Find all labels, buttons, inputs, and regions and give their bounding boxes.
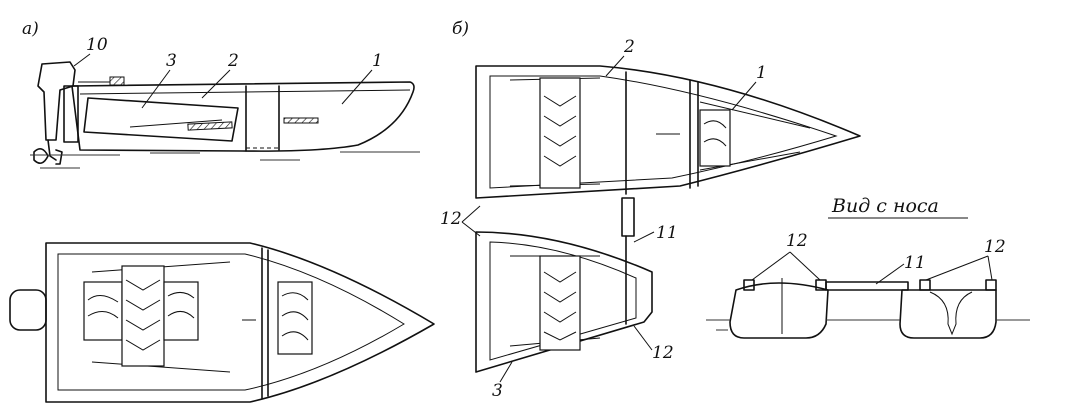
callout-3-bottom: 3 [492, 381, 503, 401]
callout-12-left: 12 [440, 209, 462, 229]
leader-12-left-b [461, 221, 481, 237]
hull-side-outline [71, 81, 415, 152]
leader-2-top [201, 69, 231, 99]
leader-3-top [141, 69, 171, 109]
side-view-assembled-boat [30, 61, 420, 169]
callout-3-top: 3 [166, 51, 177, 71]
front-right-bow-shape [929, 291, 973, 336]
upper-floor-panel [539, 77, 581, 189]
leader-1-b [731, 81, 757, 111]
deck-line [79, 89, 411, 95]
front-view-title: Вид с носа [831, 195, 939, 217]
plan-inner-outline [57, 253, 405, 391]
front-fitting-right-2 [985, 279, 997, 291]
wood-grain-b [543, 95, 727, 167]
upper-half-outline [475, 65, 861, 199]
leader-12-left-a [461, 205, 481, 223]
front-right-hull [899, 289, 997, 339]
seat-hatched-1 [187, 121, 233, 131]
callout-2-b: 2 [623, 37, 635, 57]
plan-view-assembled-boat [9, 242, 435, 403]
leader-3-bottom [499, 361, 513, 383]
connecting-frame-11 [621, 197, 635, 237]
leader-2-b [605, 55, 625, 77]
fuel-tank [109, 76, 125, 86]
bow-floor-panel-b [699, 109, 731, 167]
floor-panel-center [121, 265, 165, 367]
plan-hull-outline [45, 242, 435, 403]
disassembled-upper-half [475, 65, 861, 199]
callout-11-front: 11 [904, 253, 926, 273]
seat-line [129, 119, 223, 128]
front-fitting-right-1 [919, 279, 931, 291]
wood-grain-c [543, 271, 577, 341]
leader-11-front [875, 263, 905, 285]
callout-10: 10 [86, 35, 108, 55]
front-crossbeam-11 [825, 281, 909, 291]
disassembled-lower-half [475, 231, 653, 373]
inner-section-3 [83, 97, 239, 142]
front-view-catamaran [706, 278, 1030, 339]
view-label-a: а) [22, 19, 39, 39]
callout-12-bottom: 12 [652, 343, 674, 363]
leader-12-front-right-a [925, 255, 989, 281]
leader-12-front-left-b [789, 251, 821, 281]
lower-half-outline [475, 231, 653, 373]
propeller [33, 148, 63, 165]
callout-12-front-left: 12 [786, 231, 808, 251]
motor-shaft [47, 139, 57, 161]
callout-1-top: 1 [372, 51, 383, 71]
outboard-motor [37, 61, 76, 141]
front-left-hull [729, 282, 829, 339]
leader-1-top [341, 69, 373, 105]
lower-floor-panel [539, 255, 581, 351]
upper-half-inner [489, 75, 838, 189]
callout-2-top: 2 [227, 51, 239, 71]
leader-12-front-left-a [751, 251, 791, 281]
callout-12-front-right: 12 [984, 237, 1006, 257]
front-fitting-left-2 [815, 279, 827, 291]
waterline-front [706, 319, 1030, 331]
leader-12-front-right-b [987, 255, 993, 281]
callout-11-b: 11 [656, 223, 678, 243]
wood-grain-a [87, 279, 309, 351]
waterline-a [30, 151, 420, 169]
view-label-b: б) [452, 19, 469, 39]
front-fitting-left-1 [743, 279, 755, 291]
leader-12-bottom [633, 325, 653, 351]
leader-11-b [633, 231, 655, 243]
callout-1-b: 1 [756, 63, 767, 83]
seat-hatched-2 [283, 117, 319, 124]
motor-top-view [9, 289, 47, 331]
leader-10 [73, 53, 91, 67]
